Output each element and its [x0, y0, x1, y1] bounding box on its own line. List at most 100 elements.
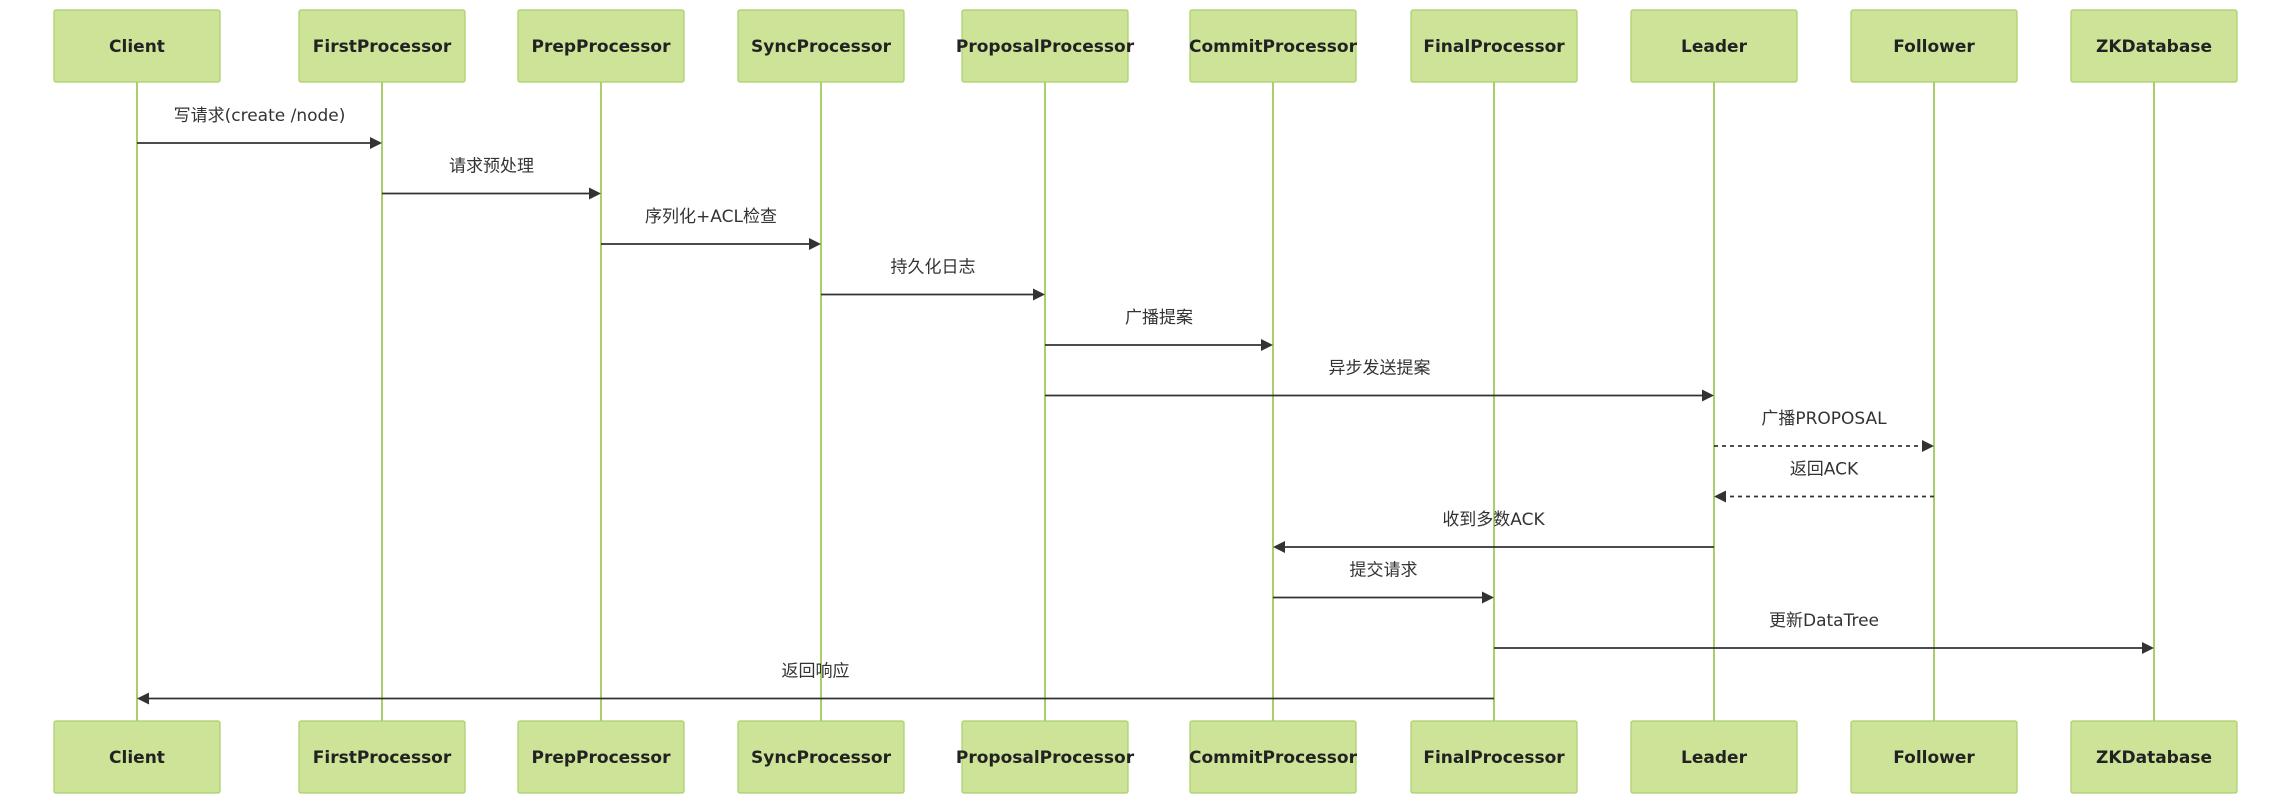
participant-box [1189, 9, 1357, 83]
participant-client-bottom: Client [53, 720, 221, 794]
participant-commitprocessor-bottom: CommitProcessor [1189, 720, 1358, 794]
participant-firstprocessor-bottom: FirstProcessor [298, 720, 466, 794]
message-label: 广播PROPOSAL [1761, 409, 1887, 429]
participant-box [1850, 9, 2018, 83]
participant-label: Leader [1681, 748, 1748, 768]
arrow-head-icon [589, 187, 601, 200]
message-label: 持久化日志 [891, 258, 976, 278]
participant-finalprocessor-top: FinalProcessor [1410, 9, 1578, 83]
participant-label: FirstProcessor [313, 37, 452, 57]
arrow-head-icon [1033, 288, 1045, 301]
participant-label: ProposalProcessor [956, 748, 1135, 768]
participant-box [961, 720, 1129, 794]
participant-label: Client [109, 37, 165, 57]
participant-leader-top: Leader [1630, 9, 1798, 83]
participant-client-top: Client [53, 9, 221, 83]
participant-label: FinalProcessor [1423, 37, 1565, 57]
participant-leader-bottom: Leader [1630, 720, 1798, 794]
participant-box [517, 720, 685, 794]
participant-box [298, 9, 466, 83]
participant-box [737, 720, 905, 794]
message: 广播PROPOSAL [1714, 409, 1934, 452]
participant-label: PrepProcessor [532, 37, 672, 57]
participant-box [298, 720, 466, 794]
participant-label: CommitProcessor [1189, 37, 1358, 57]
participant-zkdatabase-top: ZKDatabase [2070, 9, 2238, 83]
message: 写请求(create /node) [137, 106, 382, 149]
arrow-head-icon [2142, 642, 2154, 654]
participant-prepprocessor-top: PrepProcessor [517, 9, 685, 83]
participant-box [2070, 720, 2238, 794]
participant-box [1410, 9, 1578, 83]
message-label: 请求预处理 [449, 157, 534, 177]
participant-label: FirstProcessor [313, 748, 452, 768]
participant-box [1850, 720, 2018, 794]
message-label: 提交请求 [1350, 561, 1418, 581]
participant-label: Client [109, 748, 165, 768]
message: 广播提案 [1045, 308, 1273, 351]
participant-finalprocessor-bottom: FinalProcessor [1410, 720, 1578, 794]
participant-label: FinalProcessor [1423, 748, 1565, 768]
message-label: 收到多数ACK [1442, 510, 1545, 530]
message: 持久化日志 [821, 258, 1045, 301]
participant-zkdatabase-bottom: ZKDatabase [2070, 720, 2238, 794]
participant-box [53, 9, 221, 83]
participant-box [1189, 720, 1357, 794]
arrow-head-icon [137, 692, 149, 705]
participant-proposalprocessor-bottom: ProposalProcessor [956, 720, 1135, 794]
participant-proposalprocessor-top: ProposalProcessor [956, 9, 1135, 83]
message-label: 写请求(create /node) [174, 106, 346, 126]
message-label: 返回ACK [1790, 460, 1859, 480]
message: 序列化+ACL检查 [601, 207, 821, 250]
participant-syncprocessor-top: SyncProcessor [737, 9, 905, 83]
participant-box [2070, 9, 2238, 83]
message-label: 异步发送提案 [1329, 359, 1431, 379]
participant-label: CommitProcessor [1189, 748, 1358, 768]
participant-firstprocessor-top: FirstProcessor [298, 9, 466, 83]
participant-follower-top: Follower [1850, 9, 2018, 83]
message: 收到多数ACK [1273, 510, 1714, 553]
arrow-head-icon [1482, 591, 1494, 604]
message-label: 序列化+ACL检查 [645, 207, 777, 227]
message: 请求预处理 [382, 157, 601, 200]
participant-prepprocessor-bottom: PrepProcessor [517, 720, 685, 794]
message-label: 返回响应 [782, 662, 850, 682]
arrow-head-icon [370, 137, 382, 149]
participant-label: SyncProcessor [751, 37, 892, 57]
message-label: 广播提案 [1125, 308, 1193, 328]
message: 返回响应 [137, 662, 1494, 705]
participant-commitprocessor-top: CommitProcessor [1189, 9, 1358, 83]
arrow-head-icon [809, 238, 821, 250]
participant-label: SyncProcessor [751, 748, 892, 768]
message: 返回ACK [1714, 460, 1934, 503]
lifelines [136, 82, 2155, 721]
participants-top: Client FirstProcessor PrepProcessor SyncPro… [53, 9, 2238, 83]
participant-label: PrepProcessor [532, 748, 672, 768]
participant-box [1410, 720, 1578, 794]
arrow-head-icon [1273, 541, 1285, 553]
participant-box [1630, 720, 1798, 794]
messages: 写请求(create /node) 请求预处理序列化+ACL检查持久化日志广播提案… [137, 106, 2154, 705]
participant-box [961, 9, 1129, 83]
participant-label: Leader [1681, 37, 1748, 57]
participant-label: ProposalProcessor [956, 37, 1135, 57]
arrow-head-icon [1261, 339, 1273, 351]
participant-label: Follower [1893, 37, 1975, 57]
message: 更新DataTree [1494, 611, 2154, 654]
message: 异步发送提案 [1045, 359, 1714, 402]
arrow-head-icon [1702, 389, 1714, 402]
message: 提交请求 [1273, 561, 1494, 604]
participant-label: Follower [1893, 748, 1975, 768]
participant-box [53, 720, 221, 794]
participant-follower-bottom: Follower [1850, 720, 2018, 794]
participant-label: ZKDatabase [2096, 37, 2212, 57]
participant-syncprocessor-bottom: SyncProcessor [737, 720, 905, 794]
message-label: 更新DataTree [1769, 611, 1879, 631]
participant-box [517, 9, 685, 83]
participants-bottom: Client FirstProcessor PrepProcessor SyncPro… [53, 720, 2238, 794]
arrow-head-icon [1714, 490, 1726, 503]
arrow-head-icon [1922, 440, 1934, 452]
participant-box [737, 9, 905, 83]
participant-label: ZKDatabase [2096, 748, 2212, 768]
